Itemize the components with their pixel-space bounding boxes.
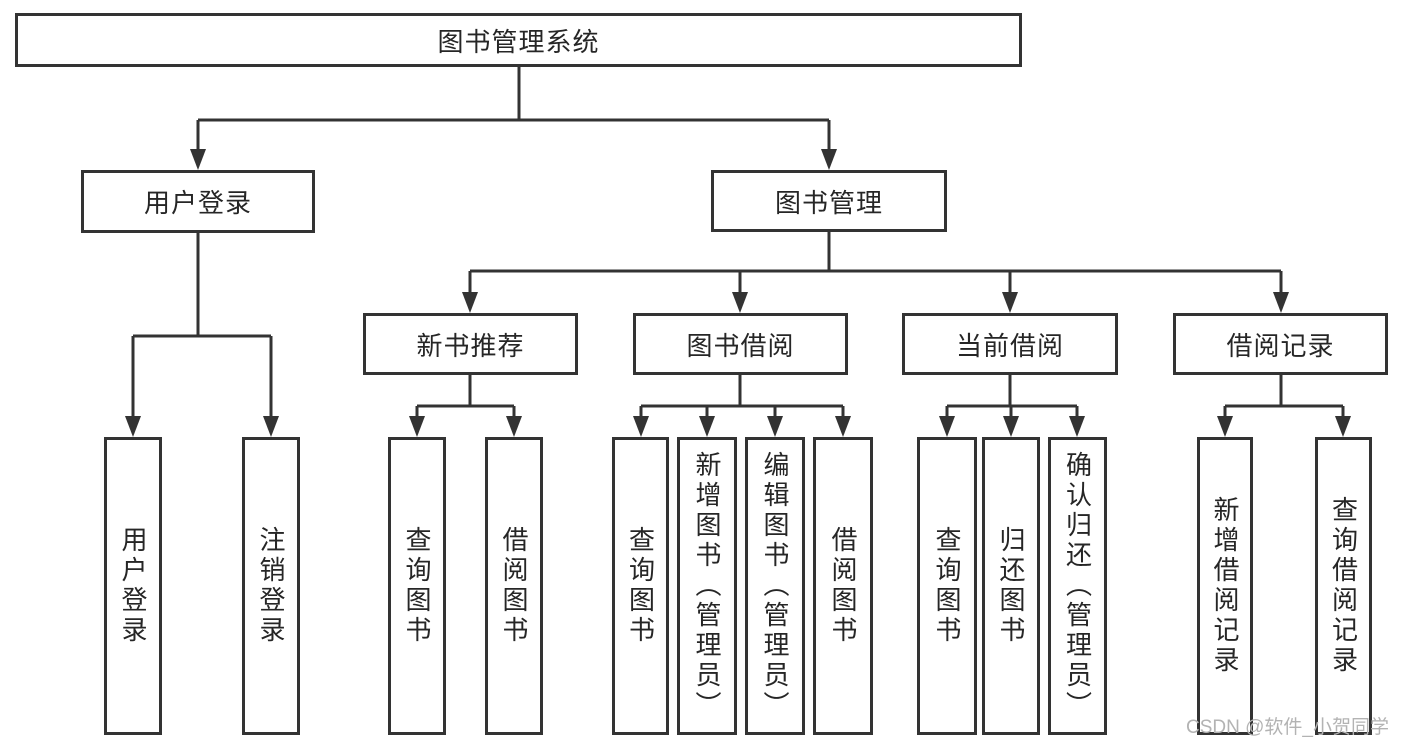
node-current-borrow: 当前借阅 <box>902 313 1118 375</box>
leaf-current-query-books: 查询图书 <box>917 437 977 735</box>
leaf-current-return-books: 归还图书 <box>982 437 1040 735</box>
node-user-login: 用户登录 <box>81 170 315 233</box>
leaf-borrow-query-books: 查询图书 <box>612 437 669 735</box>
leaf-recommend-query-books: 查询图书 <box>388 437 446 735</box>
watermark-text: CSDN @软件_小贺同学 <box>1186 717 1389 738</box>
leaf-records-add-record: 新增借阅记录 <box>1197 437 1253 735</box>
leaf-records-query-record: 查询借阅记录 <box>1315 437 1372 735</box>
node-book-borrow: 图书借阅 <box>633 313 848 375</box>
arrowheads <box>125 149 1351 437</box>
node-borrow-records: 借阅记录 <box>1173 313 1388 375</box>
leaf-logout: 注销登录 <box>242 437 300 735</box>
leaf-user-login: 用户登录 <box>104 437 162 735</box>
node-new-book-recommend: 新书推荐 <box>363 313 578 375</box>
leaf-borrow-edit-books-admin: 编辑图书（管理员） <box>745 437 805 735</box>
leaf-borrow-borrow-books: 借阅图书 <box>813 437 873 735</box>
node-root: 图书管理系统 <box>15 13 1022 67</box>
leaf-current-confirm-return-admin: 确认归还（管理员） <box>1048 437 1107 735</box>
leaf-recommend-borrow-books: 借阅图书 <box>485 437 543 735</box>
leaf-borrow-add-books-admin: 新增图书（管理员） <box>677 437 737 735</box>
node-book-management: 图书管理 <box>711 170 947 232</box>
